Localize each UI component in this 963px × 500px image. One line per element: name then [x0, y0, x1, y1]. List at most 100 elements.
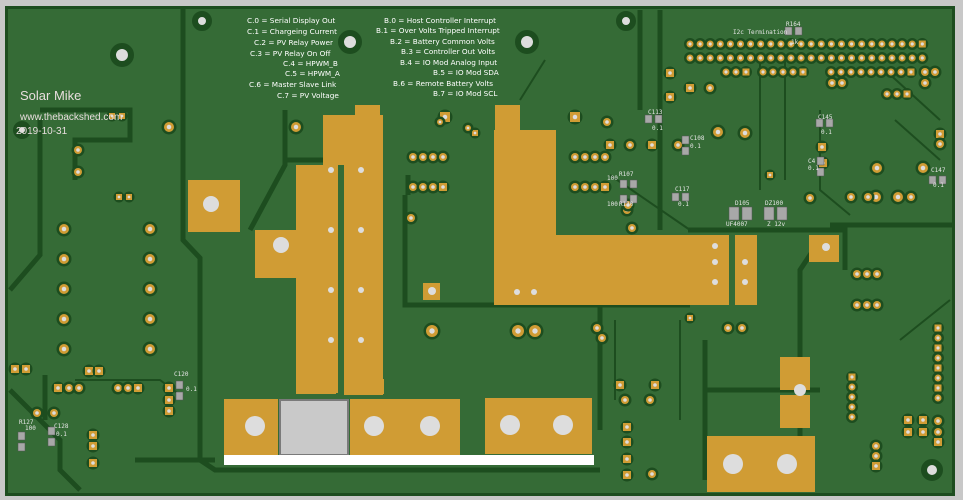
tht-pad	[845, 38, 858, 50]
tht-pad	[785, 52, 797, 64]
smd-parts	[17, 26, 947, 452]
tht-pad	[588, 180, 602, 194]
c108-value: 0.1	[690, 143, 701, 150]
tht-pad	[881, 88, 893, 100]
tht-pad	[734, 38, 747, 50]
i2c-termination-label: I2c Termination	[733, 29, 788, 36]
tht-pad	[620, 435, 634, 449]
tht-pad	[797, 66, 809, 78]
tht-pad	[142, 341, 158, 357]
tht-pad	[869, 449, 883, 463]
tht-pad	[918, 65, 932, 79]
smd-footprint	[17, 431, 26, 452]
tht-pad	[860, 267, 874, 281]
tht-pad	[931, 425, 945, 439]
tht-pad	[56, 311, 72, 327]
heatsink-pad	[279, 399, 349, 456]
tht-pad	[82, 364, 96, 378]
tht-pad	[875, 38, 888, 50]
tht-pad	[870, 298, 884, 312]
tht-pad	[694, 38, 707, 50]
legend-b3: B.3 = Controller Out Volts	[401, 47, 495, 56]
tht-pad	[928, 65, 942, 79]
tht-pad	[623, 138, 637, 152]
tht-pad	[764, 38, 777, 50]
tht-pad	[757, 66, 769, 78]
r127-value: 100	[25, 425, 36, 432]
tht-pad	[142, 221, 158, 237]
r107-value: 100	[607, 175, 618, 182]
tht-pad	[932, 342, 944, 354]
tht-pad	[8, 362, 22, 376]
smd-footprint	[681, 135, 690, 156]
tht-pad	[603, 138, 617, 152]
tht-pad	[932, 322, 944, 334]
tht-pad	[846, 371, 858, 383]
tht-pad	[855, 52, 868, 64]
legend-c6: C.6 = Master Slave Link	[249, 80, 337, 89]
tht-pad	[740, 66, 752, 78]
tht-pad	[730, 66, 742, 78]
c4-value: 0.1	[808, 165, 819, 172]
component-labels: I2c Termination R164 1k C113 0.1 C108 0.…	[19, 21, 946, 438]
tht-pad	[663, 66, 677, 80]
legend-b6: B.6 = Remote Battery Volts	[393, 79, 493, 88]
tht-pad	[835, 38, 848, 50]
tht-pad	[714, 38, 727, 50]
silkscreen-bar	[224, 455, 594, 465]
tht-pad	[720, 66, 732, 78]
tht-pad	[850, 267, 864, 281]
tht-pad	[932, 382, 944, 394]
tht-pad	[932, 332, 944, 344]
tht-pad	[885, 66, 897, 78]
pin-legend-c: C.0 = Serial Display Out C.1 = Chargeing…	[247, 16, 340, 100]
tht-pad	[161, 119, 177, 135]
dz100-ref: DZ100	[765, 200, 783, 207]
tht-pad	[683, 81, 697, 95]
tht-pad	[735, 321, 749, 335]
tht-pad	[416, 180, 430, 194]
tht-pad	[931, 435, 945, 449]
pin-legend-b: B.0 = Host Controller Interrupt B.1 = Ov…	[376, 16, 500, 98]
mounting-holes	[13, 11, 943, 481]
smd-footprint	[671, 192, 690, 202]
smd-footprint	[47, 426, 56, 447]
tht-pad	[869, 459, 883, 473]
legend-b5: B.5 = IO Mod SDA	[433, 68, 499, 77]
d105-ref: D105	[735, 200, 750, 207]
tht-pad	[754, 52, 767, 64]
tht-pad	[595, 331, 609, 345]
r164-value: 1k	[791, 39, 799, 46]
tht-pad	[916, 52, 929, 64]
tht-pad	[825, 38, 838, 50]
r127-ref: R127	[19, 419, 34, 426]
tht-pad	[598, 150, 612, 164]
tht-pad	[704, 38, 717, 50]
r110-value: 100	[607, 201, 618, 208]
tht-pad	[744, 38, 757, 50]
tht-pad	[694, 52, 707, 64]
smd-footprint	[815, 118, 834, 128]
tht-pad	[774, 38, 787, 50]
smd-footprint	[784, 26, 803, 36]
smd-footprint	[644, 114, 663, 124]
tht-pad	[815, 38, 828, 50]
tht-pad	[803, 191, 817, 205]
board-website: www.thebackshed.com	[19, 112, 122, 123]
tht-pad	[845, 52, 858, 64]
tht-pad	[648, 378, 662, 392]
board-date: 2019-10-31	[16, 126, 68, 137]
r110-ref: R110	[619, 201, 634, 208]
tht-pad	[72, 381, 86, 395]
tht-pad	[47, 406, 61, 420]
tht-pad	[835, 66, 847, 78]
copper-pours	[188, 105, 839, 492]
tht-pad	[404, 211, 418, 225]
smd-footprint	[763, 206, 788, 221]
tht-pad	[123, 191, 135, 203]
tht-pad	[918, 76, 932, 90]
board-title: Solar Mike	[20, 88, 81, 103]
tht-pad	[886, 38, 898, 50]
tht-pad	[805, 52, 818, 64]
tht-pad	[932, 392, 944, 404]
